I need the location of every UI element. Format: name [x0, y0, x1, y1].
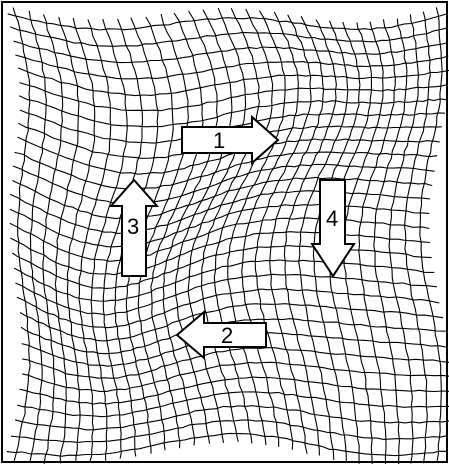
arrow-4-label: 4 — [326, 206, 338, 231]
mesh-line-vertical — [344, 22, 383, 464]
mesh-line-vertical — [420, 7, 442, 460]
arrow-3-label: 3 — [127, 214, 139, 239]
arrow-2-label: 2 — [221, 323, 233, 348]
mesh-line-horizontal — [13, 164, 435, 204]
warped-grid-mesh — [7, 7, 449, 464]
mesh-line-horizontal — [14, 41, 448, 62]
mesh-line-vertical — [405, 12, 431, 464]
mesh-line-horizontal — [7, 433, 446, 456]
mesh-line-vertical — [79, 19, 111, 462]
mesh-line-horizontal — [8, 14, 447, 30]
mesh-line-vertical — [13, 8, 30, 462]
mesh-line-horizontal — [19, 83, 448, 111]
mesh-line-horizontal — [15, 274, 437, 315]
mesh-line-horizontal — [11, 420, 448, 442]
mesh-line-horizontal — [18, 68, 449, 96]
mesh-line-vertical — [67, 18, 94, 463]
mesh-line-horizontal — [10, 191, 430, 234]
mesh-line-vertical — [270, 16, 324, 454]
mesh-line-vertical — [202, 8, 260, 442]
arrow-1-label: 1 — [213, 128, 225, 153]
mesh-line-horizontal — [20, 377, 449, 404]
mesh-line-vertical — [374, 19, 407, 464]
